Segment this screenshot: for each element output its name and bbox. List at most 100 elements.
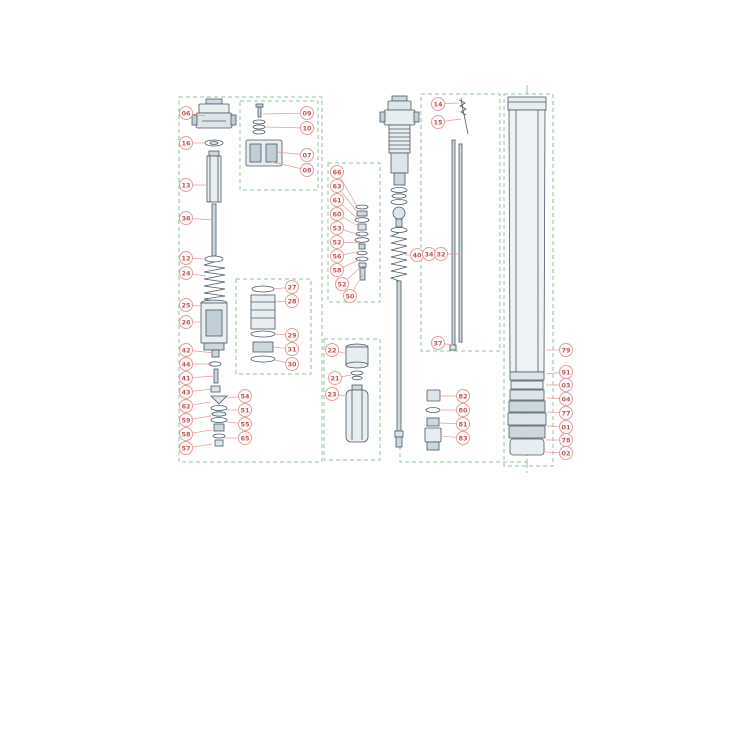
callout-22: 22 <box>325 343 339 357</box>
callout-59: 59 <box>179 413 193 427</box>
band-02 <box>509 438 545 456</box>
callout-16: 16 <box>179 136 193 150</box>
rod-32 <box>458 143 463 343</box>
washer-10c <box>252 129 266 135</box>
ring-30 <box>250 355 276 363</box>
callout-number: 52 <box>332 238 341 246</box>
callout-number: 34 <box>424 250 434 258</box>
piston-group <box>250 285 276 363</box>
cartridge-tube-23 <box>345 389 369 443</box>
band-03 <box>510 380 544 390</box>
callout-number: 12 <box>181 254 190 262</box>
pushrod-34 <box>451 139 456 346</box>
tube-top-ring <box>507 96 547 111</box>
washer-21b <box>351 375 363 381</box>
ring-27 <box>251 285 275 293</box>
callout-21: 21 <box>328 371 342 385</box>
callout-61: 61 <box>330 193 344 207</box>
needle-14 <box>460 97 469 135</box>
callout-91: 91 <box>559 365 573 379</box>
callout-63: 63 <box>330 179 344 193</box>
cap-knob <box>205 98 223 105</box>
callout-number: 15 <box>433 118 443 126</box>
washer-80 <box>425 407 441 413</box>
callout-42: 42 <box>179 343 193 357</box>
ring-29 <box>250 330 276 338</box>
callout-40: 40 <box>410 248 424 262</box>
callout-number: 06 <box>181 109 191 117</box>
callout-56: 56 <box>330 249 344 263</box>
callout-number: 22 <box>327 346 336 354</box>
callout-77: 77 <box>559 406 573 420</box>
callout-number: 10 <box>302 124 312 132</box>
band-91 <box>509 371 545 381</box>
pushrod-group <box>449 97 469 351</box>
cap-hardware-group <box>245 103 283 167</box>
callout-04: 04 <box>559 392 573 406</box>
callout-36: 36 <box>179 211 193 225</box>
outer-tube <box>507 96 547 456</box>
callout-number: 54 <box>240 392 250 400</box>
callout-50: 50 <box>343 289 357 303</box>
ring-81 <box>426 417 440 427</box>
washer-59 <box>210 405 228 411</box>
adjuster-bolt <box>359 267 366 281</box>
group-box-left-assembly <box>178 96 323 463</box>
group-box-cap-hardware <box>239 100 319 191</box>
callout-number: 82 <box>458 392 467 400</box>
callout-number: 56 <box>332 252 342 260</box>
callout-number: 79 <box>561 346 571 354</box>
callout-28: 28 <box>285 294 299 308</box>
callout-10: 10 <box>300 121 314 135</box>
washer-10b <box>252 124 266 130</box>
callout-number: 59 <box>181 416 191 424</box>
callout-number: 09 <box>302 109 312 117</box>
callout-number: 36 <box>181 214 191 222</box>
callout-78: 78 <box>559 433 573 447</box>
damper-cap-knob <box>391 95 408 102</box>
callout-number: 40 <box>412 251 422 259</box>
callout-number: 37 <box>433 339 442 347</box>
callout-number: 30 <box>287 360 297 368</box>
callout-number: 31 <box>287 345 297 353</box>
cap-bolt-left <box>191 114 198 126</box>
callout-31: 31 <box>285 342 299 356</box>
washer-57 <box>212 433 226 439</box>
cone-62 <box>210 395 228 405</box>
cartridge-group <box>345 343 369 443</box>
callout-number: 81 <box>458 420 468 428</box>
callout-number: 04 <box>561 395 571 403</box>
callout-number: 60 <box>332 210 342 218</box>
callout-54: 54 <box>238 389 252 403</box>
callout-number: 77 <box>561 409 570 417</box>
callout-number: 53 <box>332 224 341 232</box>
callout-number: 78 <box>561 436 571 444</box>
callout-number: 51 <box>240 406 250 414</box>
callout-65: 65 <box>238 431 252 445</box>
callout-number: 43 <box>181 388 190 396</box>
callout-02: 02 <box>559 446 573 460</box>
assembly-connector-line <box>399 446 527 463</box>
callout-15: 15 <box>431 115 445 129</box>
callout-number: 32 <box>436 250 445 258</box>
threaded-tube-13 <box>206 155 222 203</box>
callout-41: 41 <box>179 371 193 385</box>
assembly-group-boxes <box>178 93 554 467</box>
callout-58: 58 <box>330 263 344 277</box>
callout-number: 62 <box>181 402 190 410</box>
callout-55: 55 <box>238 417 252 431</box>
callout-number: 16 <box>181 139 191 147</box>
callout-37: 37 <box>431 336 445 350</box>
washer-10a <box>252 119 266 125</box>
callout-number: 21 <box>330 374 340 382</box>
callout-52: 52 <box>335 277 349 291</box>
bore-08b <box>265 143 278 163</box>
callout-number: 41 <box>181 374 191 382</box>
callout-03: 03 <box>559 378 573 392</box>
callout-30: 30 <box>285 357 299 371</box>
callout-62: 62 <box>179 399 193 413</box>
callout-79: 79 <box>559 343 573 357</box>
callout-06: 06 <box>179 106 193 120</box>
callout-51: 51 <box>238 403 252 417</box>
